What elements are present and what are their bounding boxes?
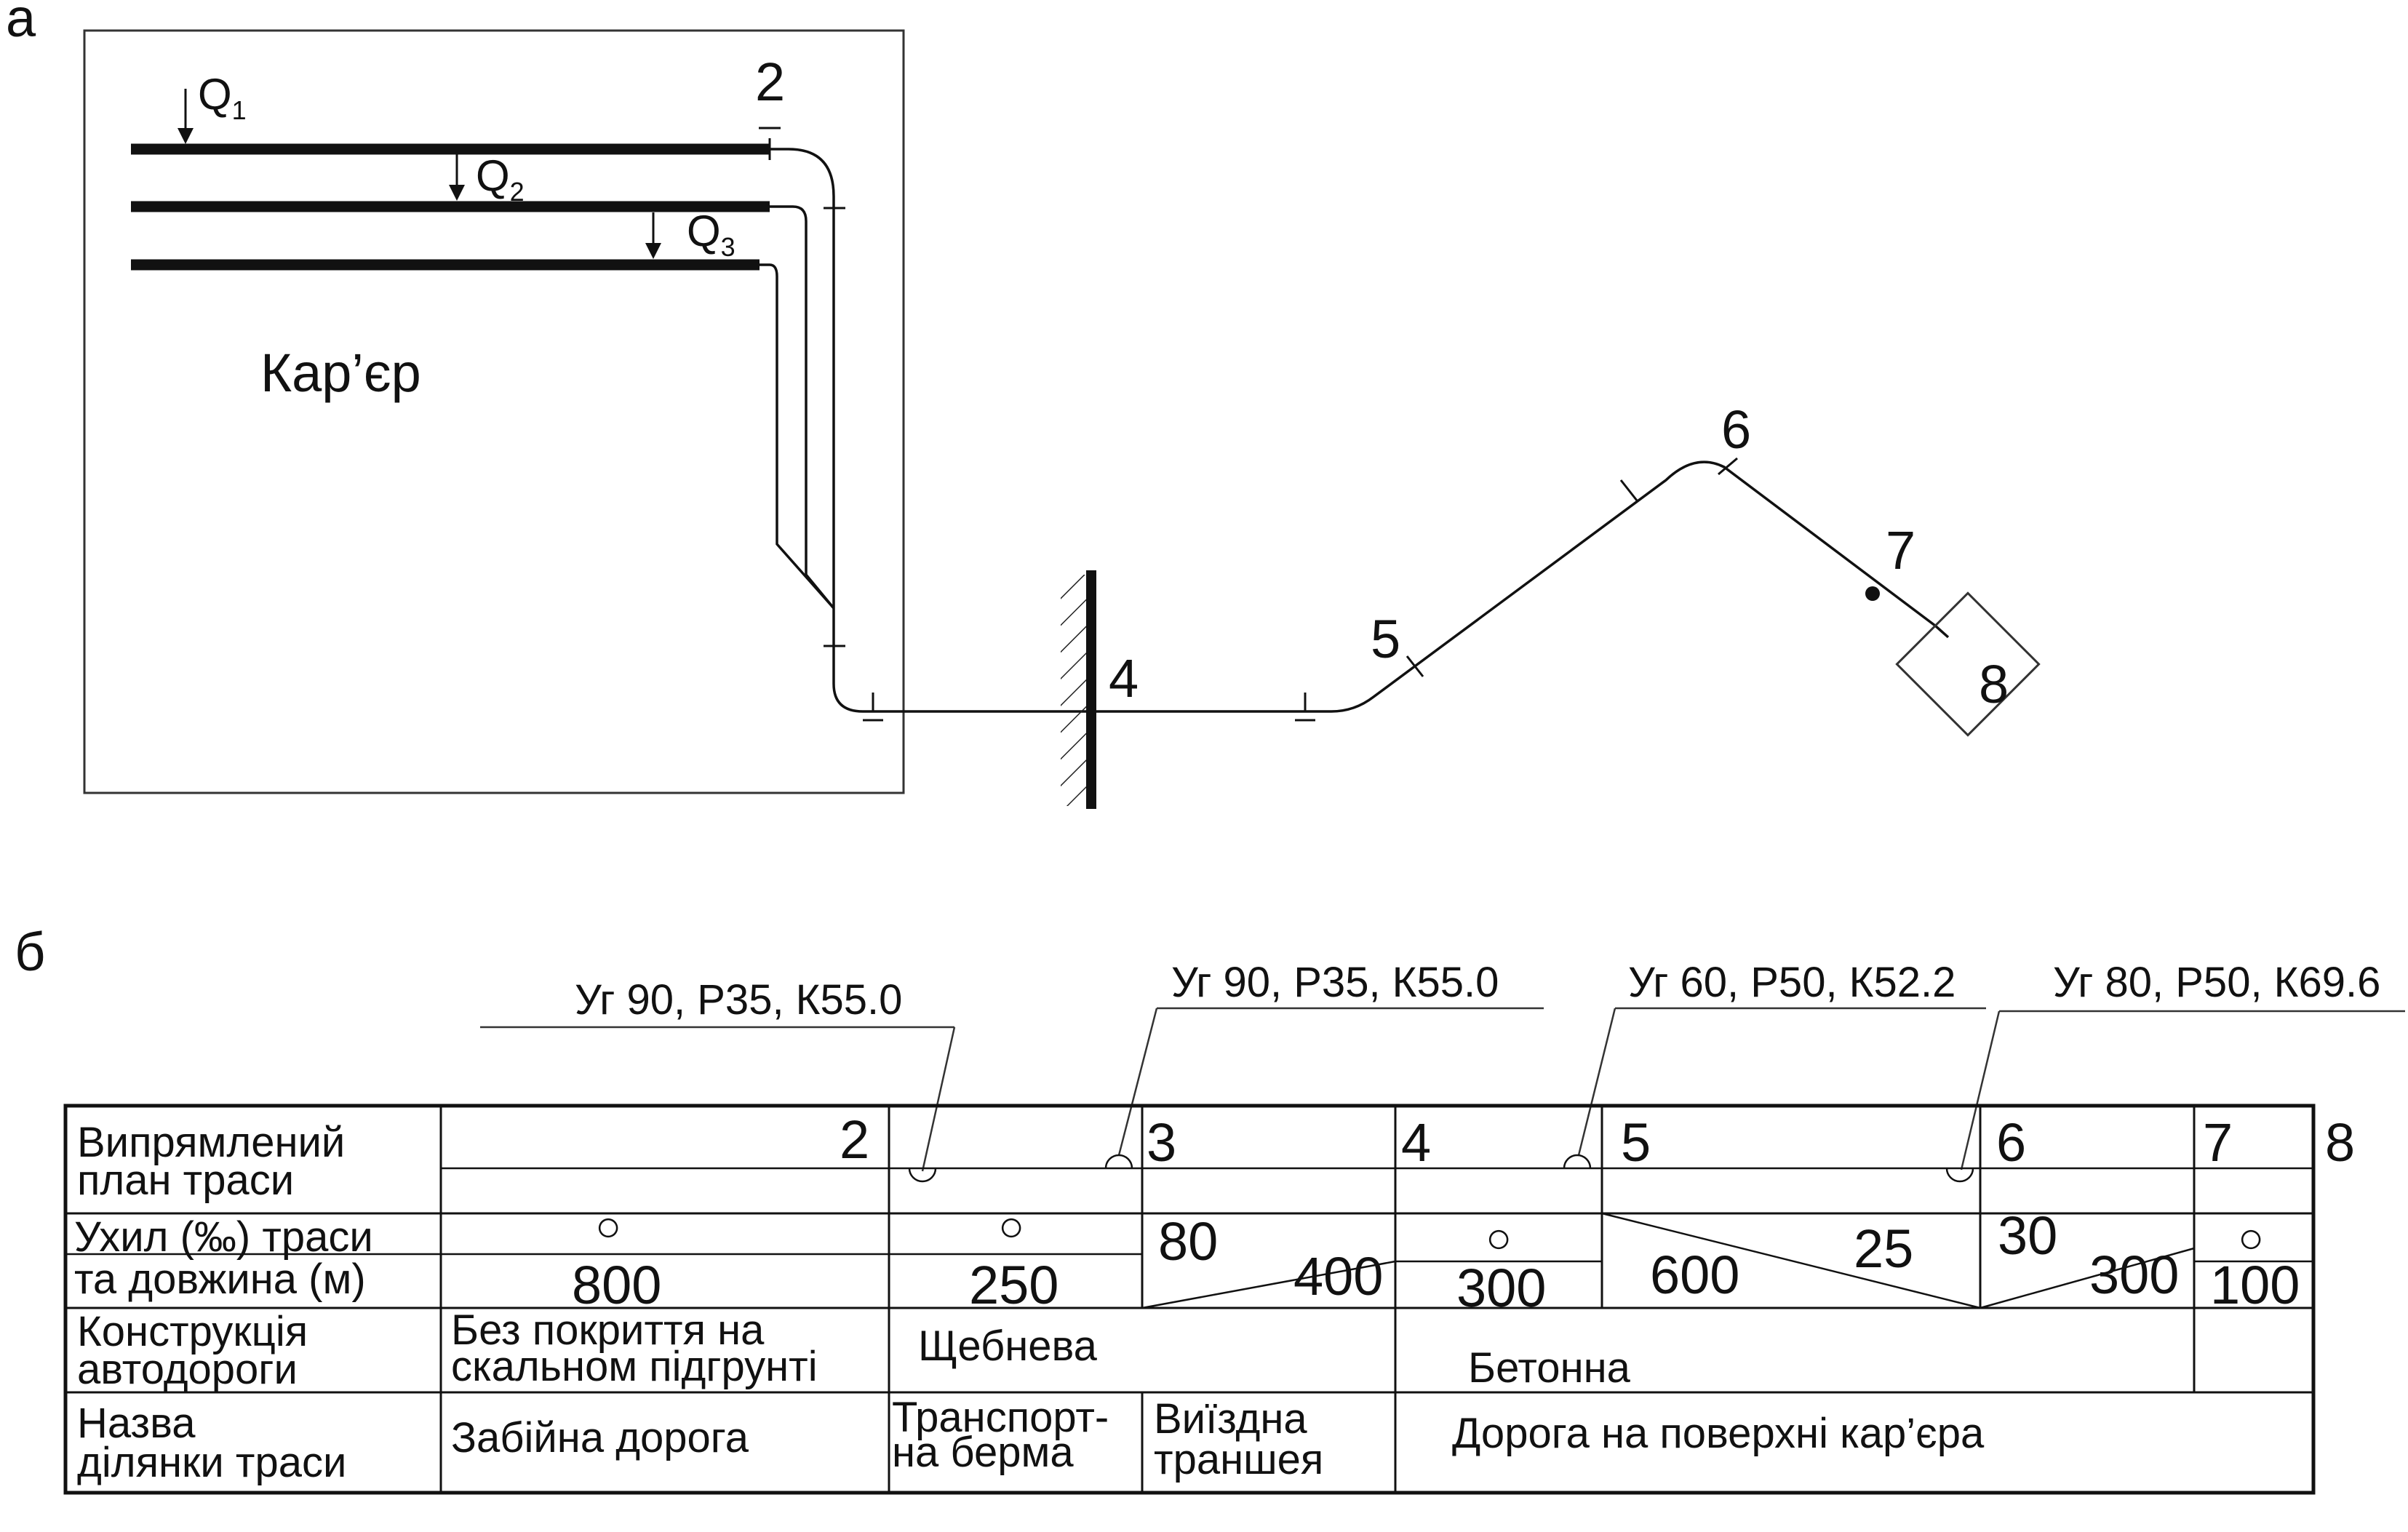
plan-point-8: 8 [2325, 1112, 2355, 1173]
part-a-label: а [6, 0, 36, 48]
point-7-marker [1865, 586, 1880, 601]
section-name-s2: Транспорт-на берма [892, 1394, 1109, 1476]
section-name-s4: Дорога на поверхні кар’єра [1452, 1410, 1985, 1457]
svg-text:Q1: Q1 [198, 70, 247, 125]
plan-point-4: 4 [1401, 1112, 1431, 1173]
point-label-5: 5 [1371, 609, 1400, 669]
slope-zero-s7: ○ [2238, 1213, 2264, 1262]
length-s2: 250 [969, 1255, 1059, 1315]
length-s3: 400 [1293, 1246, 1383, 1306]
slope-zero-s2: ○ [998, 1202, 1024, 1250]
point-label-7: 7 [1886, 520, 1915, 581]
curve-label-1: Уг 90, Р35, К55.0 [575, 976, 902, 1024]
plan-point-3: 3 [1147, 1112, 1176, 1173]
flow-q2-letter: Q [476, 151, 510, 200]
plan-curve-marks [908, 1154, 1974, 1183]
flow-q3-index: 3 [721, 232, 735, 262]
point-label-2: 2 [755, 52, 785, 112]
svg-text:Q3: Q3 [687, 207, 735, 262]
trace-ticks [759, 127, 1738, 722]
svg-text:Q2: Q2 [476, 151, 525, 207]
curve-label-3: Уг 60, Р50, К52.2 [1628, 959, 1955, 1006]
flow-q3: Q3 [645, 207, 735, 262]
length-s5: 600 [1650, 1245, 1739, 1305]
curve-label-4: Уг 80, Р50, К69.6 [2053, 959, 2380, 1006]
length-s7: 100 [2210, 1255, 2300, 1315]
table-grid [63, 1104, 2316, 1495]
length-s1: 800 [572, 1255, 661, 1315]
plan-point-5: 5 [1621, 1112, 1651, 1173]
pit-label: Кар’єр [260, 343, 421, 403]
flow-q1-index: 1 [232, 95, 247, 125]
plan-point-6: 6 [1996, 1112, 2026, 1173]
section-name-s1: Забійна дорога [451, 1414, 749, 1461]
plan-point-2: 2 [840, 1109, 869, 1170]
flow-q1: Q1 [178, 70, 247, 144]
curve-label-2: Уг 90, Р35, К55.0 [1171, 959, 1499, 1006]
slope-zero-s4: ○ [1486, 1213, 1512, 1262]
flow-q2: Q2 [449, 151, 525, 207]
flow-q2-index: 2 [510, 177, 525, 207]
flow-q1-letter: Q [198, 70, 232, 119]
part-b-label: б [15, 922, 45, 982]
slope-zero-s1: ○ [595, 1202, 621, 1250]
point-label-6: 6 [1721, 399, 1751, 460]
slope-s5: 25 [1854, 1218, 1913, 1279]
slope-s6: 30 [1998, 1205, 2057, 1266]
flow-q3-letter: Q [687, 207, 721, 255]
length-s6: 300 [2089, 1245, 2179, 1305]
construction-s2: Щебнева [918, 1322, 1098, 1370]
plan-point-7: 7 [2203, 1112, 2233, 1173]
plan-diagram: а Кар’єр Q1 Q2 Q3 [6, 0, 2041, 809]
curve-callouts [480, 1007, 2405, 1172]
pit-boundary [83, 29, 905, 794]
point-label-8: 8 [1979, 654, 2009, 714]
profile-table: б Уг 90, Р35, К55.0 Уг 90, Р35, К55.0 Уг… [15, 922, 2405, 1495]
point-label-4: 4 [1109, 648, 1139, 709]
slope-s3: 80 [1158, 1211, 1218, 1272]
length-s4: 300 [1456, 1258, 1546, 1318]
construction-s3: Бетонна [1468, 1344, 1631, 1392]
surface-boundary-hatch [1061, 575, 1090, 806]
unloading-point-box [1895, 591, 2041, 737]
haul-road-trace [760, 148, 1950, 713]
